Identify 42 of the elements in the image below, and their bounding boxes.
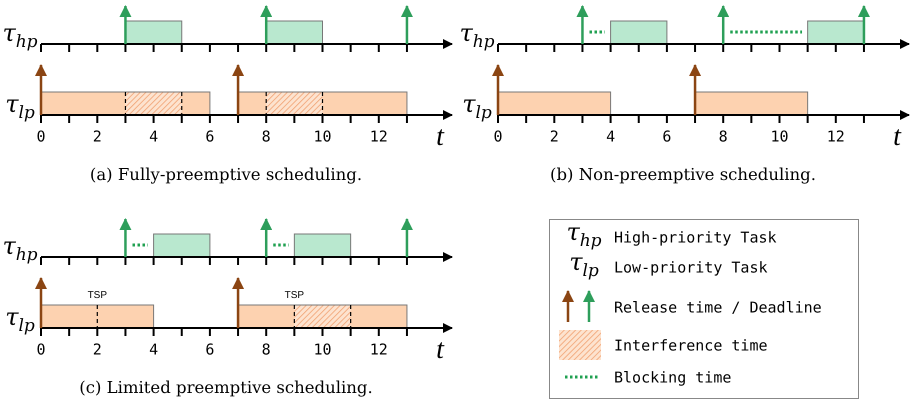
tick-label: 10: [313, 130, 332, 144]
tick-label: 10: [313, 342, 332, 358]
axis-label: t: [436, 123, 444, 151]
axis-label: t: [893, 123, 901, 151]
tick-label: 10: [770, 130, 789, 144]
tick-label: 2: [92, 342, 102, 358]
tick-label: 8: [262, 130, 271, 144]
axis-label: t: [436, 336, 444, 364]
tick-label: 2: [92, 130, 102, 144]
subfigure-caption: (a) Fully-preemptive scheduling.: [90, 166, 362, 184]
legend-text: Low-priority Task: [614, 260, 768, 276]
tick-label: 4: [606, 130, 616, 144]
tick-label: 4: [149, 342, 158, 358]
tick-label: 0: [36, 342, 46, 358]
legend-text: High-priority Task: [614, 230, 777, 246]
tick-label: 6: [205, 342, 214, 358]
subfigure-caption: (c) Limited preemptive scheduling.: [79, 380, 373, 396]
tick-label: 12: [370, 342, 388, 358]
task-symbol: τ$_{lp}$: [569, 250, 599, 280]
tick-label: 2: [550, 130, 559, 144]
tick-label: 0: [36, 130, 46, 144]
legend-text: Blocking time: [614, 370, 732, 386]
tick-label: 6: [205, 130, 214, 144]
legend-text: Interference time: [614, 338, 768, 354]
tick-label: 12: [370, 130, 388, 144]
task-label: τ$_{lp}$: [5, 305, 35, 335]
preemption-point-label: TSP: [88, 291, 108, 301]
tick-label: 8: [718, 130, 728, 144]
preemption-point-label: TSP: [284, 291, 304, 301]
task-symbol: τ$_{hp}$: [566, 220, 602, 250]
tick-label: 12: [826, 130, 845, 144]
legend-text: Release time / Deadline: [614, 300, 822, 316]
task-label: τ$_{hp}$: [2, 21, 38, 51]
task-label: τ$_{lp}$: [5, 92, 35, 122]
task-label: τ$_{lp}$: [462, 92, 492, 122]
tick-label: 0: [493, 130, 503, 144]
tick-label: 6: [662, 130, 672, 144]
subfigure-caption: (b) Non-preemptive scheduling.: [550, 166, 816, 184]
task-label: τ$_{hp}$: [459, 21, 495, 51]
tick-label: 8: [262, 342, 271, 358]
tick-label: 4: [149, 130, 158, 144]
task-label: τ$_{hp}$: [2, 234, 38, 264]
